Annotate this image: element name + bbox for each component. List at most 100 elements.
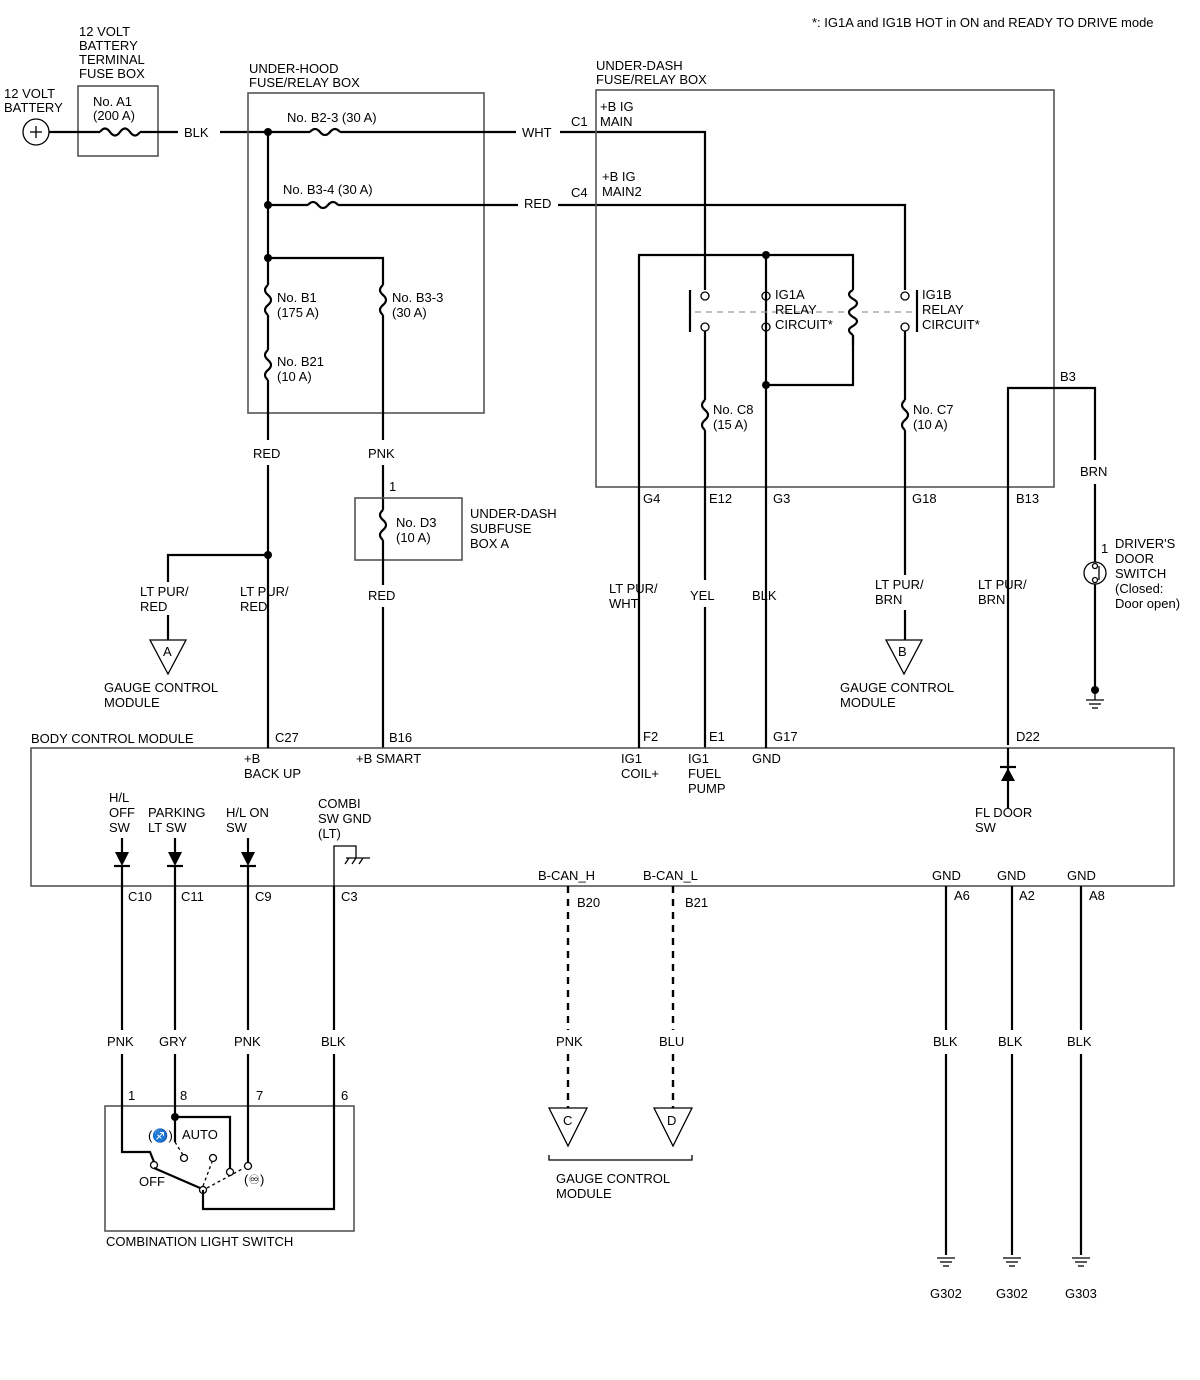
- conn-b13: B13: [1016, 491, 1039, 506]
- subfuse-label-1: UNDER-DASH: [470, 506, 557, 521]
- conn-f2: F2: [643, 729, 658, 744]
- bcm-coil-2: COIL+: [621, 766, 659, 781]
- ig1a-contact-top: [700, 291, 710, 301]
- ig1a-contact-bottom: [700, 322, 710, 332]
- wire-label-pnk-can: PNK: [556, 1034, 583, 1049]
- main1-label-1: +B IG: [600, 99, 634, 114]
- fl-door-diode-icon: [1001, 768, 1015, 781]
- bcm-combi-2: SW GND: [318, 811, 371, 826]
- ig1a-label-2: RELAY: [775, 302, 817, 317]
- fuse-b21: [263, 349, 273, 381]
- ig1b-label-1: IG1B: [922, 287, 952, 302]
- ig1a-label-1: IG1A: [775, 287, 805, 302]
- gauge-cd-label-1: GAUGE CONTROL: [556, 1171, 670, 1186]
- fuse-a1: [99, 127, 141, 137]
- bcm-gnd: GND: [752, 751, 781, 766]
- wire-label-red-d3: RED: [368, 588, 395, 603]
- wire-label-ltpur-red-a-2: RED: [140, 599, 167, 614]
- conn-a2: A2: [1019, 888, 1035, 903]
- fuse-b3-3: [378, 284, 388, 316]
- terminal-box-label-3: TERMINAL: [79, 52, 145, 67]
- gauge-b-label-1: GAUGE CONTROL: [840, 680, 954, 695]
- wire-label-gry: GRY: [159, 1034, 187, 1049]
- bcm-gnd-a8: GND: [1067, 868, 1096, 883]
- main1-label-2: MAIN: [600, 114, 633, 129]
- body-control-module: [30, 747, 1175, 887]
- bcm-title: BODY CONTROL MODULE: [31, 731, 194, 746]
- bcm-fldoor-1: FL DOOR: [975, 805, 1032, 820]
- fuse-b3-4-label: No. B3-4 (30 A): [283, 182, 373, 197]
- underdash-label-2: FUSE/RELAY BOX: [596, 72, 707, 87]
- wire-label-ltpur-red-a-1: LT PUR/: [140, 584, 189, 599]
- underhood-label-1: UNDER-HOOD: [249, 61, 339, 76]
- fuse-d3: [378, 509, 388, 541]
- fuse-b3-3-name: No. B3-3: [392, 290, 443, 305]
- door-switch-pin: 1: [1101, 541, 1108, 556]
- conn-d22: D22: [1016, 729, 1040, 744]
- conn-a6: A6: [954, 888, 970, 903]
- bcm-fuel-2: FUEL: [688, 766, 721, 781]
- combo-pin-1: 1: [128, 1088, 135, 1103]
- gauge-cd-label-2: MODULE: [556, 1186, 612, 1201]
- combo-contact-hlon-b: [243, 1161, 253, 1171]
- bcm-backup-1: +B: [244, 751, 260, 766]
- bcm-hlon-1: H/L ON: [226, 805, 269, 820]
- fuse-b1: [263, 284, 273, 316]
- conn-g4: G4: [643, 491, 660, 506]
- bcm-hloff-2: OFF: [109, 805, 135, 820]
- combo-sym-hl: (♾): [244, 1172, 264, 1187]
- conn-c4: C4: [571, 185, 588, 200]
- combo-title: COMBINATION LIGHT SWITCH: [106, 1234, 293, 1249]
- conn-b21: B21: [685, 895, 708, 910]
- wire-label-ltpur-red-b-2: RED: [240, 599, 267, 614]
- door-switch-label-5: Door open): [1115, 596, 1180, 611]
- conn-g3: G3: [773, 491, 790, 506]
- wire-label-ltpur-brn-b-2: BRN: [978, 592, 1005, 607]
- conn-c10: C10: [128, 889, 152, 904]
- door-switch-label-1: DRIVER'S: [1115, 536, 1176, 551]
- terminal-fuse-box: [77, 85, 159, 157]
- wire-label-red-b1: RED: [253, 446, 280, 461]
- underdash-fuse-relay-box: [595, 89, 1055, 488]
- wire-label-blk-a2: BLK: [998, 1034, 1023, 1049]
- ground-g303: G303: [1065, 1286, 1097, 1301]
- ground-g303-icon: [1072, 1257, 1090, 1267]
- mode-note: *: IG1A and IG1B HOT in ON and READY TO …: [812, 15, 1154, 30]
- combo-contact-off: [149, 1160, 159, 1170]
- door-switch-label-2: DOOR: [1115, 551, 1154, 566]
- ig1b-label-2: RELAY: [922, 302, 964, 317]
- subfuse-label-3: BOX A: [470, 536, 509, 551]
- conn-c9: C9: [255, 889, 272, 904]
- bcm-combi-3: (LT): [318, 826, 341, 841]
- fuse-b21-rating: (10 A): [277, 369, 312, 384]
- conn-c3: C3: [341, 889, 358, 904]
- main2-label-2: MAIN2: [602, 184, 642, 199]
- wire-label-ltpur-brn-b-1: LT PUR/: [978, 577, 1027, 592]
- hloff-input-icon: [114, 852, 130, 868]
- combo-contact-park: [208, 1153, 218, 1163]
- conn-a8: A8: [1089, 888, 1105, 903]
- conn-g18: G18: [912, 491, 937, 506]
- conn-b3: B3: [1060, 369, 1076, 384]
- wire-label-ltpur-wht-2: WHT: [609, 596, 639, 611]
- combo-pin-7: 7: [256, 1088, 263, 1103]
- bcm-park-2: LT SW: [148, 820, 187, 835]
- door-switch-label-4: (Closed:: [1115, 581, 1163, 596]
- combi-ground-icon: [333, 845, 370, 886]
- door-switch-label-3: SWITCH: [1115, 566, 1166, 581]
- wire-label-brn: BRN: [1080, 464, 1107, 479]
- wire-label-wht: WHT: [522, 125, 552, 140]
- ig1b-label-3: CIRCUIT*: [922, 317, 980, 332]
- combo-pin-6: 6: [341, 1088, 348, 1103]
- underdash-subfuse-box-a: [354, 497, 463, 561]
- conn-e12: E12: [709, 491, 732, 506]
- bcm-park-1: PARKING: [148, 805, 206, 820]
- ground-g302-b: G302: [996, 1286, 1028, 1301]
- gauge-a-label-1: GAUGE CONTROL: [104, 680, 218, 695]
- conn-c11: C11: [181, 889, 204, 904]
- bcm-smart: +B SMART: [356, 751, 421, 766]
- conn-b20: B20: [577, 895, 600, 910]
- gauge-a-label-2: MODULE: [104, 695, 160, 710]
- wire-label-ltpur-red-b-1: LT PUR/: [240, 584, 289, 599]
- drivers-door-switch: [1083, 561, 1107, 585]
